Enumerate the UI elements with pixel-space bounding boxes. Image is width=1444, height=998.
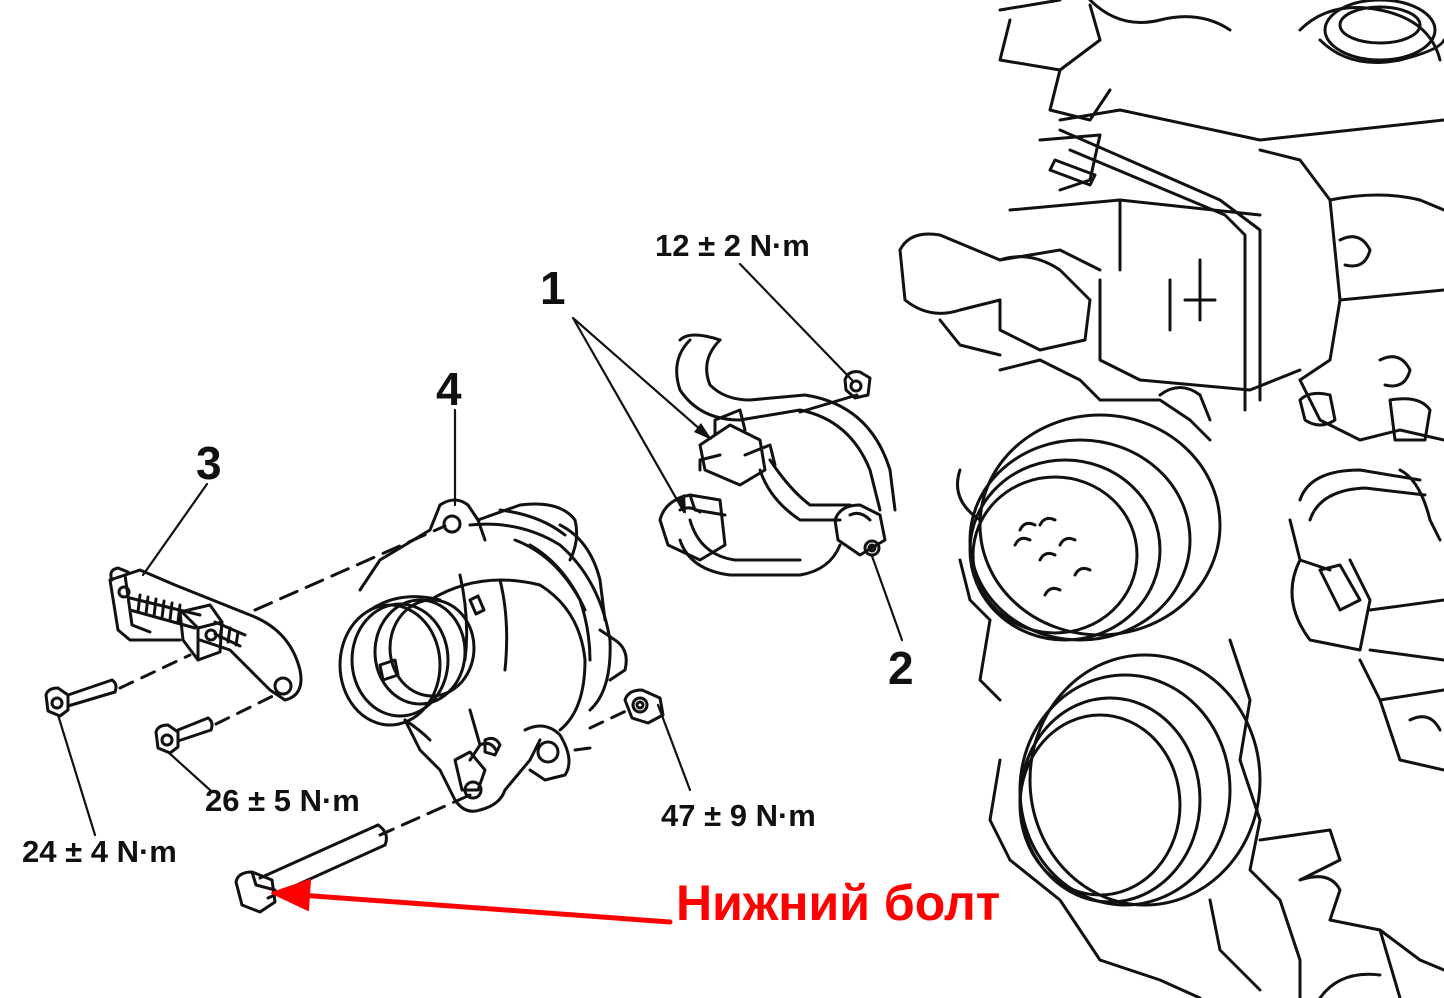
- nut-icon: [623, 688, 665, 725]
- torque-label-47: 47 ± 9 N·m: [661, 798, 816, 833]
- part-number-3: 3: [196, 437, 222, 489]
- torque-label-12: 12 ± 2 N·m: [655, 228, 810, 263]
- engine-block-icon: [898, 0, 1444, 998]
- part-number-1: 1: [540, 262, 566, 314]
- adjusting-bracket-icon: [108, 566, 303, 702]
- alternator-icon: [338, 498, 628, 813]
- bolt-icon: [154, 716, 214, 755]
- lower-bolt-callout: Нижний болт: [676, 875, 1001, 931]
- harness-connector-icon: [658, 333, 897, 577]
- pulley-icon: [1018, 653, 1262, 907]
- torque-label-24: 24 ± 4 N·m: [22, 834, 177, 869]
- part-number-2: 2: [888, 642, 914, 694]
- callout-arrow: [271, 879, 673, 925]
- leader-arrowheads: [675, 423, 712, 514]
- pulley-icon: [968, 413, 1222, 642]
- leader-lines: [56, 262, 904, 837]
- part-number-4: 4: [436, 363, 462, 415]
- bolt-icon: [44, 678, 118, 718]
- nut-icon: [843, 370, 872, 400]
- torque-label-26: 26 ± 5 N·m: [205, 783, 360, 818]
